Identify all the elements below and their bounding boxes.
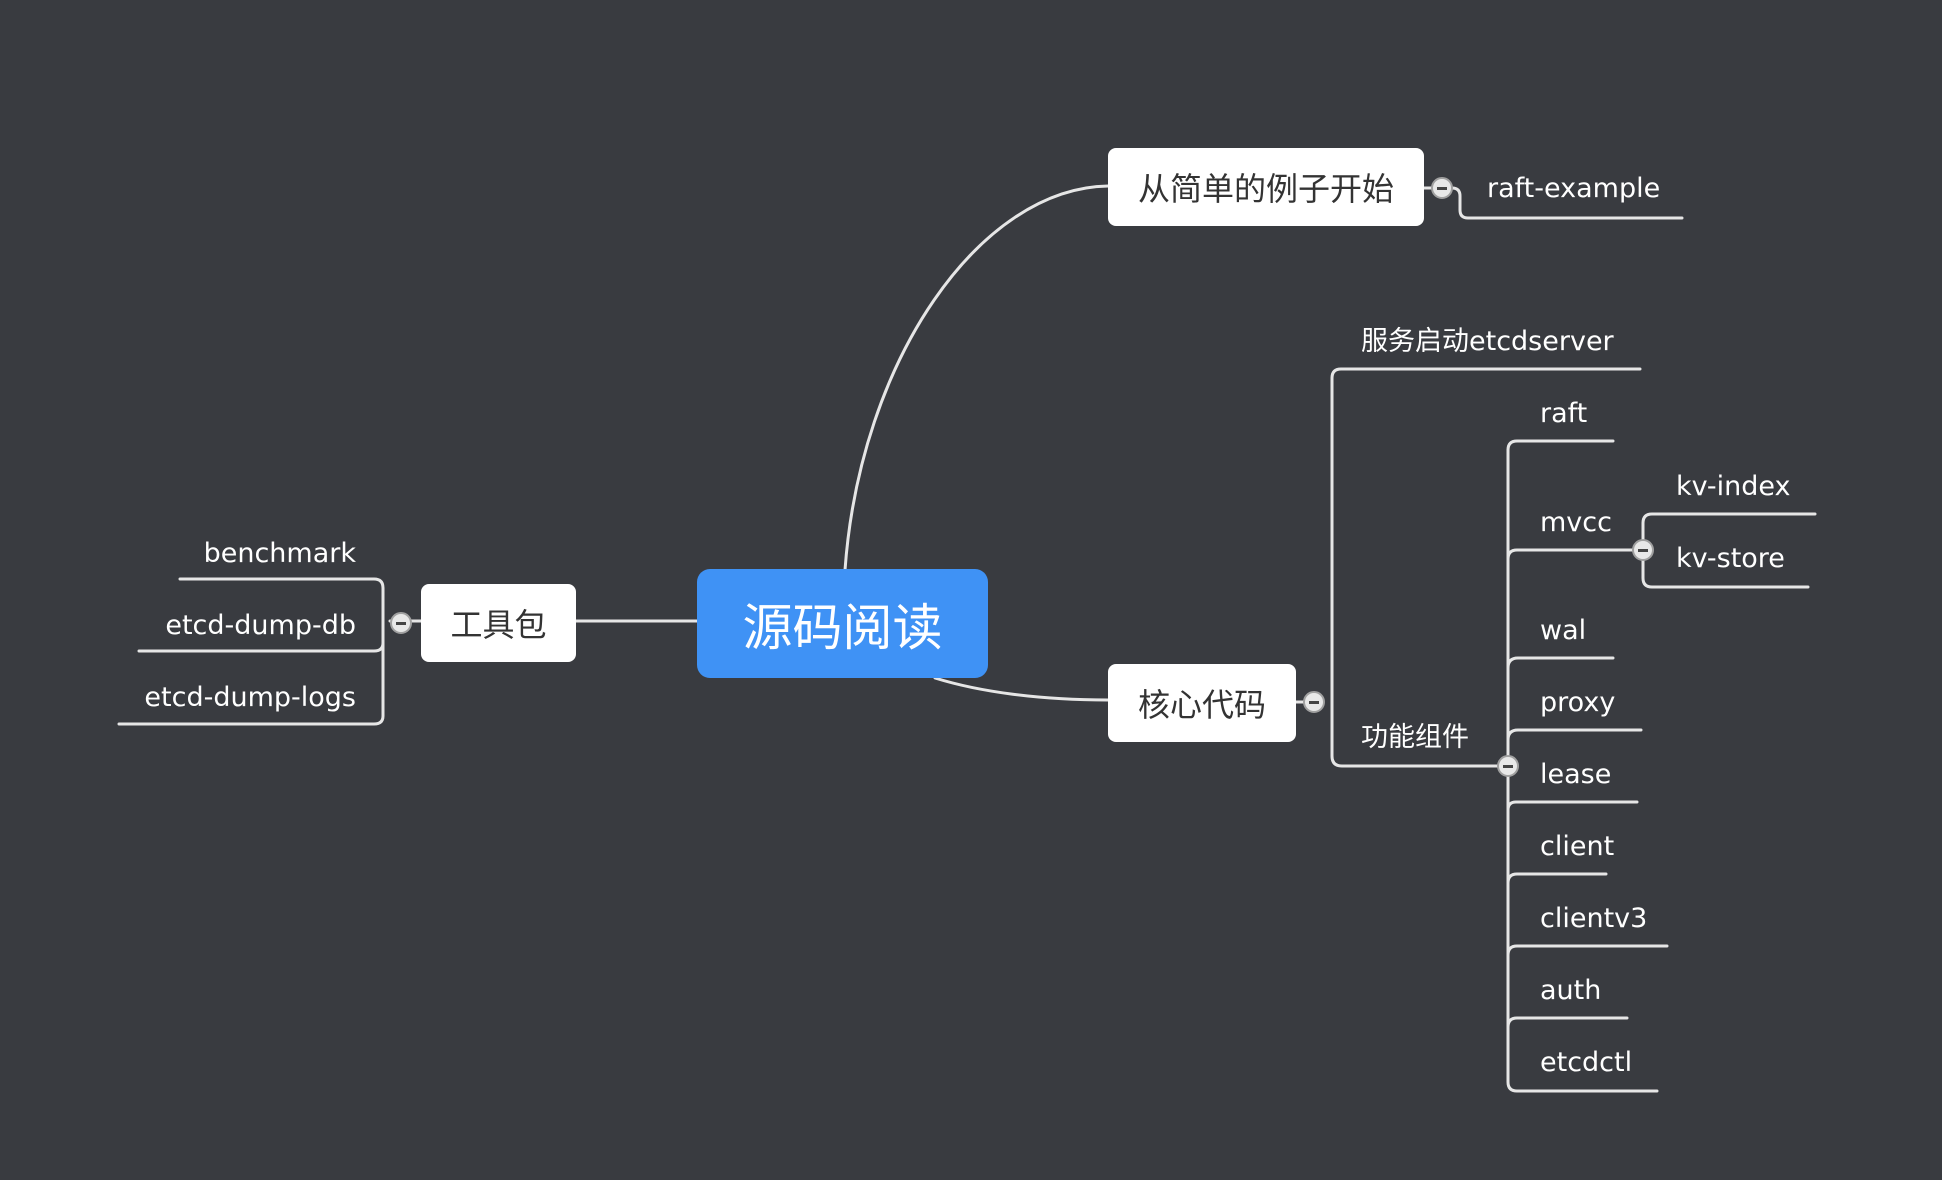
component-item-mvcc[interactable]: mvcc bbox=[1540, 507, 1612, 538]
connector-root-core bbox=[933, 676, 1110, 702]
leaf-raft-example[interactable]: raft-example bbox=[1487, 173, 1661, 204]
node-core-code-label: 核心代码 bbox=[1137, 686, 1266, 724]
component-item-lease[interactable]: lease bbox=[1540, 759, 1612, 790]
node-tools-label: 工具包 bbox=[450, 606, 547, 644]
component-item-raft[interactable]: raft bbox=[1540, 398, 1588, 429]
node-core-code[interactable]: 核心代码 bbox=[1108, 664, 1296, 742]
component-item-wal[interactable]: wal bbox=[1540, 615, 1587, 646]
collapse-toggle-core[interactable] bbox=[1303, 691, 1325, 713]
root-node[interactable]: 源码阅读 bbox=[697, 569, 988, 678]
mvcc-child-kv-store[interactable]: kv-store bbox=[1676, 543, 1785, 574]
component-item-client[interactable]: client bbox=[1540, 831, 1615, 862]
node-simple-example-label: 从简单的例子开始 bbox=[1137, 170, 1394, 208]
tool-item-benchmark[interactable]: benchmark bbox=[203, 538, 356, 569]
component-item-etcdctl[interactable]: etcdctl bbox=[1540, 1047, 1633, 1078]
component-item-auth[interactable]: auth bbox=[1540, 975, 1602, 1006]
connector-simple-raft-example bbox=[1420, 186, 1684, 220]
component-item-proxy[interactable]: proxy bbox=[1540, 687, 1616, 718]
node-components-label[interactable]: 功能组件 bbox=[1361, 722, 1469, 753]
leaf-service-etcdserver[interactable]: 服务启动etcdserver bbox=[1361, 326, 1614, 357]
collapse-toggle-components[interactable] bbox=[1497, 755, 1519, 777]
connector-core-components bbox=[1330, 698, 1512, 768]
node-simple-example[interactable]: 从简单的例子开始 bbox=[1108, 148, 1424, 226]
connector-core-service bbox=[1330, 367, 1642, 702]
collapse-toggle-simple[interactable] bbox=[1431, 177, 1453, 199]
collapse-toggle-mvcc[interactable] bbox=[1632, 539, 1654, 561]
mvcc-child-kv-index[interactable]: kv-index bbox=[1676, 471, 1791, 502]
root-label: 源码阅读 bbox=[742, 598, 943, 657]
connector-root-simple bbox=[843, 184, 1110, 572]
tool-item-etcd-dump-db[interactable]: etcd-dump-db bbox=[165, 610, 356, 641]
tool-item-etcd-dump-logs[interactable]: etcd-dump-logs bbox=[144, 682, 356, 713]
collapse-toggle-tools[interactable] bbox=[390, 612, 412, 634]
component-item-clientv3[interactable]: clientv3 bbox=[1540, 903, 1648, 934]
node-tools[interactable]: 工具包 bbox=[421, 584, 576, 662]
connector-components-spine bbox=[1506, 439, 1615, 452]
